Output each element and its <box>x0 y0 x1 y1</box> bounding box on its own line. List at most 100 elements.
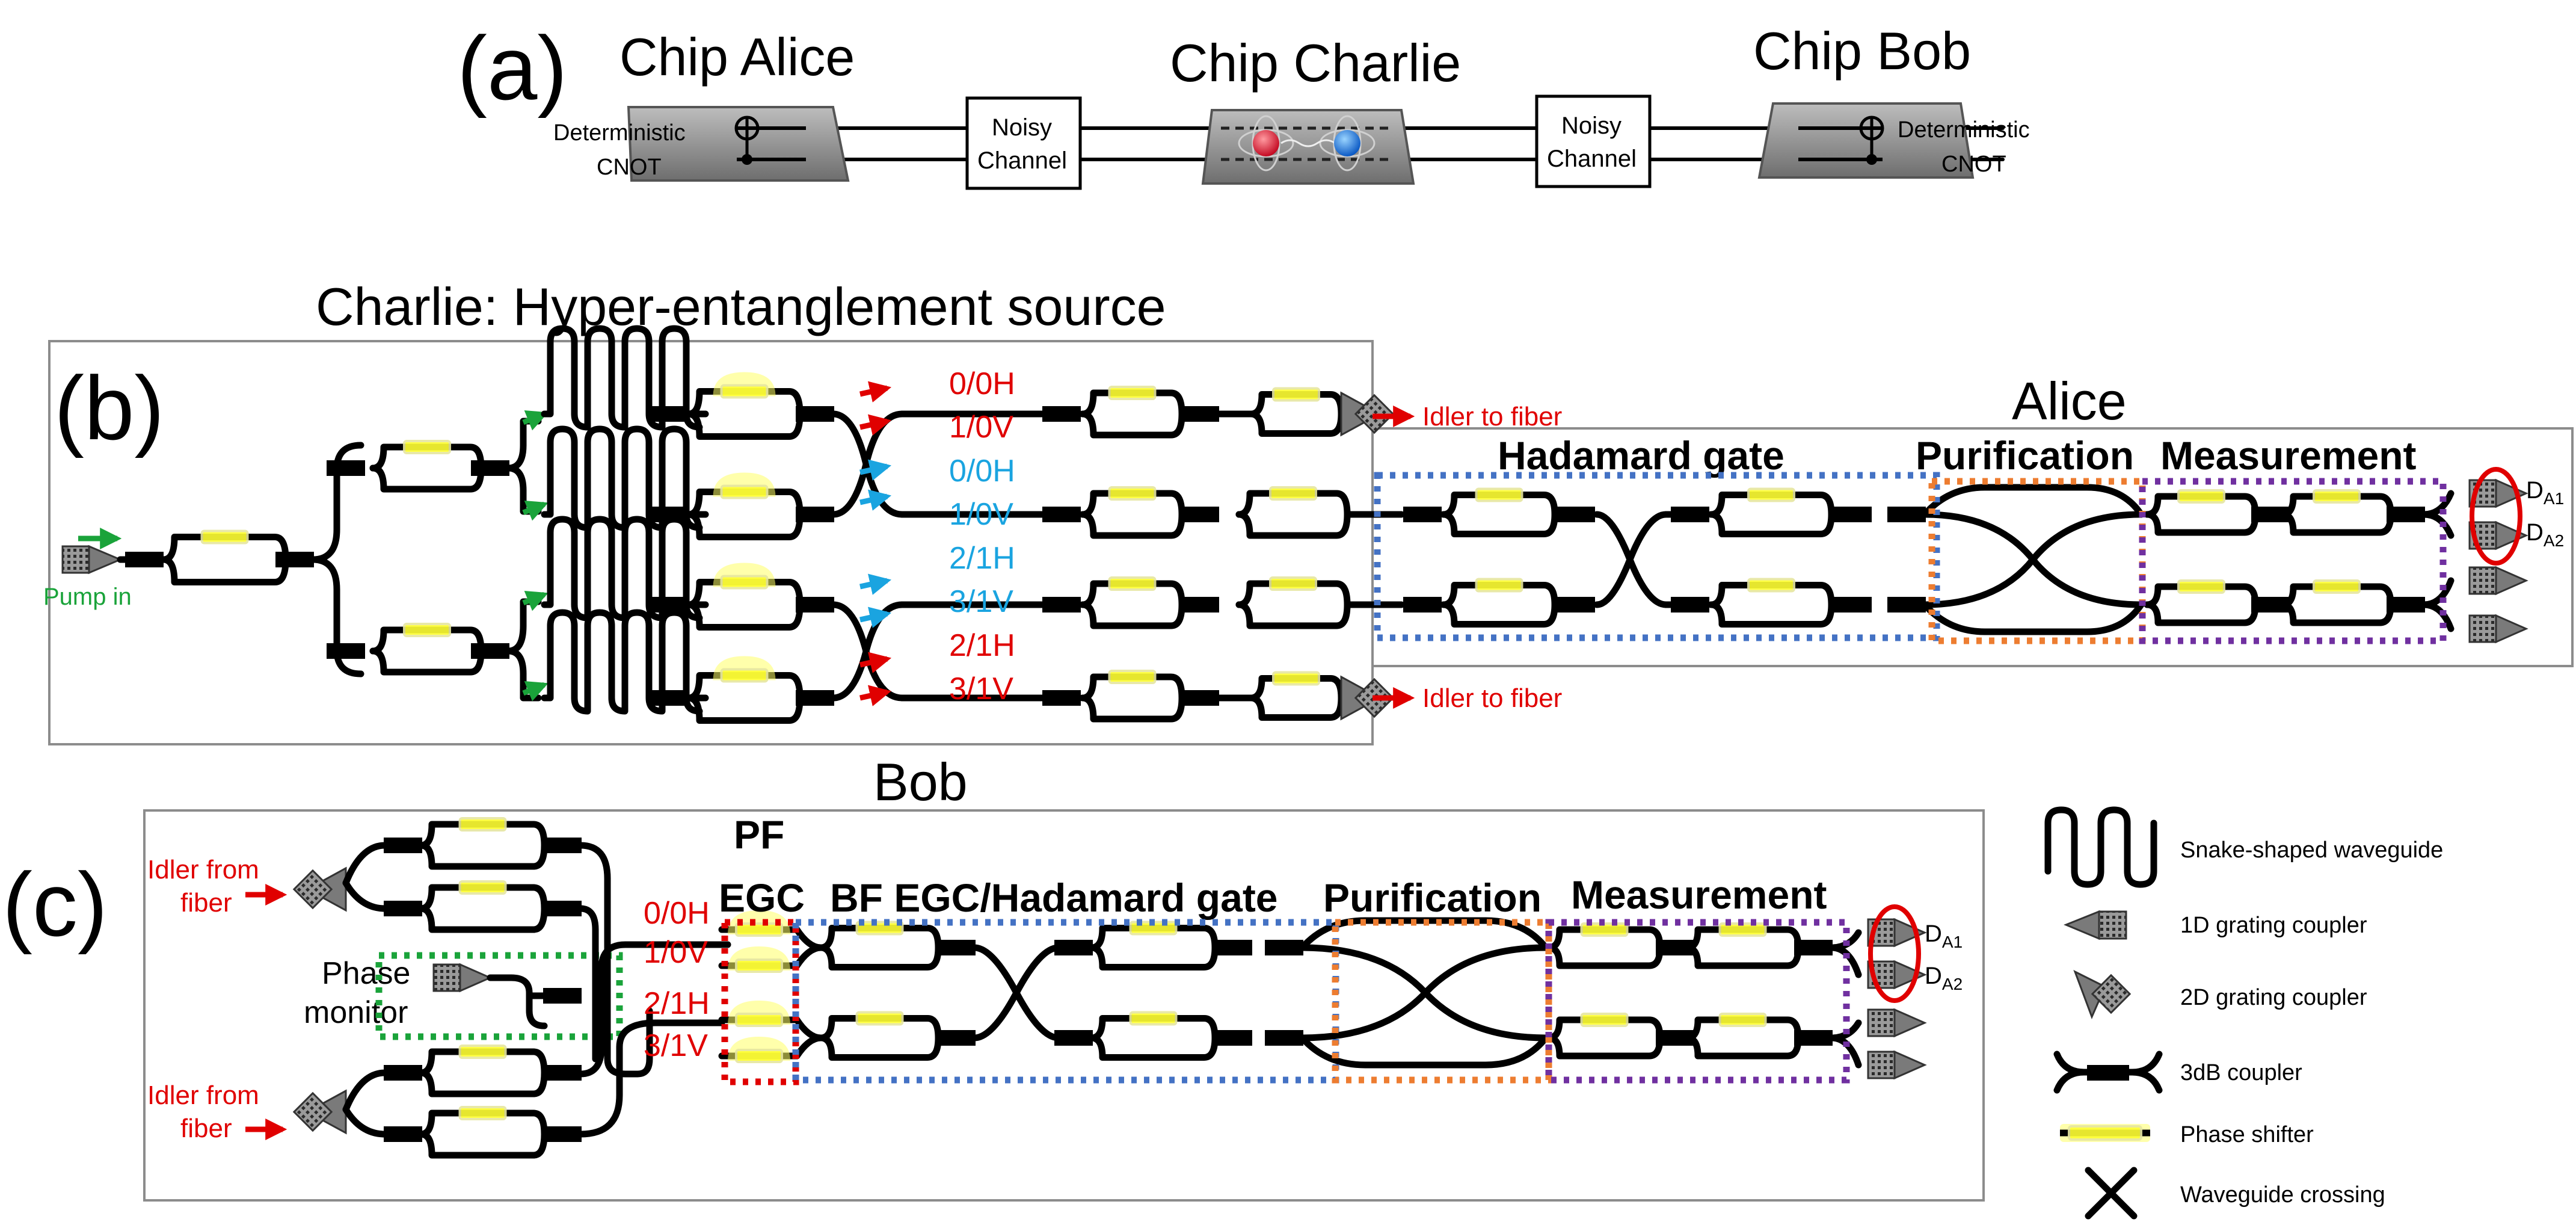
phase-shifter <box>1269 486 1317 501</box>
phase-shifter <box>1272 671 1320 686</box>
waveguide <box>1079 511 1185 539</box>
bob-title: Bob <box>873 752 968 812</box>
coupler-3db <box>1833 597 1872 613</box>
waveguide <box>2420 490 2455 518</box>
phase-shifter <box>458 880 507 895</box>
coupler-3db <box>543 838 582 853</box>
waveguide <box>1247 694 1345 721</box>
coupler-3db <box>1265 940 1303 955</box>
coupler-3db <box>1671 507 1709 522</box>
waveguide <box>2279 511 2394 536</box>
purification-region-c <box>1332 919 1552 1084</box>
bob-gate-label-1: Deterministic <box>1898 117 2030 143</box>
mode-labels-c: 0/0H 1/0V 2/1H 3/1V <box>644 896 710 1063</box>
phase-shifter <box>1747 487 1795 502</box>
waveguide <box>1299 944 1549 1041</box>
chip-bob-title: Chip Bob <box>1753 21 1971 81</box>
waveguide <box>369 464 485 493</box>
grating-pad <box>2468 566 2497 595</box>
coupler-3db <box>384 1126 422 1142</box>
charlie-waveguides <box>117 325 2528 724</box>
grating-coupler-2d-icon <box>2073 969 2132 1019</box>
mode-label: 3/1V <box>644 1028 708 1063</box>
waveguide <box>2144 601 2259 626</box>
coupler-3db <box>1042 690 1081 706</box>
waveguide <box>1593 511 1670 608</box>
detector-a2-c: DA2 <box>1925 963 1963 993</box>
waveguide <box>577 941 629 1078</box>
waveguide <box>505 647 542 702</box>
phase-shifter <box>2313 489 2361 504</box>
svg-text:Noisy: Noisy <box>992 114 1052 141</box>
grating-pad <box>1867 1051 1896 1079</box>
phase-shifter <box>2313 579 2361 594</box>
waveguide <box>505 598 542 655</box>
legend-snake: Snake-shaped waveguide <box>2180 838 2443 863</box>
phase-shifter <box>1108 386 1157 400</box>
waveguide <box>2420 601 2455 632</box>
phase-shifter <box>200 529 249 545</box>
chip-alice <box>627 106 850 182</box>
legend-gc2d: 2D grating coupler <box>2180 985 2367 1010</box>
coupler-3db <box>1833 507 1872 522</box>
detector-a1-b: DA1 <box>2526 477 2564 508</box>
phase-shifter <box>1272 387 1320 402</box>
waveguide <box>342 842 389 886</box>
hadamard-region <box>1374 472 1940 641</box>
waveguide <box>1545 1034 1664 1060</box>
chip-bob <box>1757 102 1975 179</box>
coupler-3db <box>1042 507 1081 522</box>
idler-from-bottom-2: fiber <box>180 1114 232 1143</box>
coupler-3db <box>1181 690 1219 706</box>
chip-charlie-title: Chip Charlie <box>1170 33 1461 93</box>
waveguide <box>2144 511 2259 536</box>
legend: Snake-shaped waveguide 1D grating couple… <box>2044 806 2443 1220</box>
waveguide <box>342 1069 389 1113</box>
cnot-control-icon <box>742 154 752 165</box>
waveguide <box>1440 601 1558 628</box>
phase-shifter <box>458 817 507 832</box>
waveguide <box>2420 577 2455 608</box>
egc-title: EGC <box>719 875 805 920</box>
phase-shifter <box>1580 1013 1629 1027</box>
coupler-3db <box>1181 597 1219 613</box>
waveguide <box>417 1069 548 1097</box>
cnot-control-icon <box>1866 154 1877 165</box>
mode-label: 0/0H <box>644 896 710 931</box>
mode-label: 2/1H <box>644 986 710 1021</box>
pump-arrow <box>522 590 549 611</box>
phase-shifter <box>1108 486 1157 501</box>
waveguide <box>417 842 548 870</box>
coupler-3db <box>1265 1030 1303 1046</box>
phase-shifter <box>458 1045 507 1059</box>
coupler-3db <box>1887 507 1926 522</box>
waveguide <box>1088 1034 1219 1061</box>
bob-frame <box>143 809 1985 1202</box>
pump-in-label: Pump in <box>43 584 132 610</box>
phase-shifter <box>720 575 769 590</box>
waveguide <box>1235 601 1351 629</box>
coupler-3db <box>543 988 582 1004</box>
grating-taper <box>2495 614 2528 644</box>
coupler-3db <box>1403 597 1442 613</box>
pump-input <box>61 528 123 575</box>
waveguide <box>160 556 289 585</box>
waveguide <box>1708 511 1835 537</box>
coupler-3db <box>125 552 164 567</box>
coupler-3db <box>327 460 365 476</box>
panel-c-label: (c) <box>2 854 108 955</box>
mode-label: 0/0H <box>949 454 1015 489</box>
grating-pad <box>1867 1008 1896 1037</box>
phase-shifter <box>2177 579 2225 594</box>
waveguide <box>685 511 804 540</box>
detector-a1-c: DA1 <box>1925 921 1963 951</box>
coupler-3db <box>1214 1030 1252 1046</box>
hadamard-gate-title: Hadamard gate <box>1498 433 1784 478</box>
waveguide <box>1088 944 1219 971</box>
waveguide <box>487 974 548 1029</box>
panel-c: Bob (c) Idler from fiber Idler from fibe… <box>2 752 1985 1202</box>
phase-shifter <box>403 440 451 454</box>
grating-coupler-1d-icon <box>432 963 493 993</box>
waveguide-crossing-icon <box>2085 1167 2138 1220</box>
chip-charlie <box>1201 109 1415 185</box>
